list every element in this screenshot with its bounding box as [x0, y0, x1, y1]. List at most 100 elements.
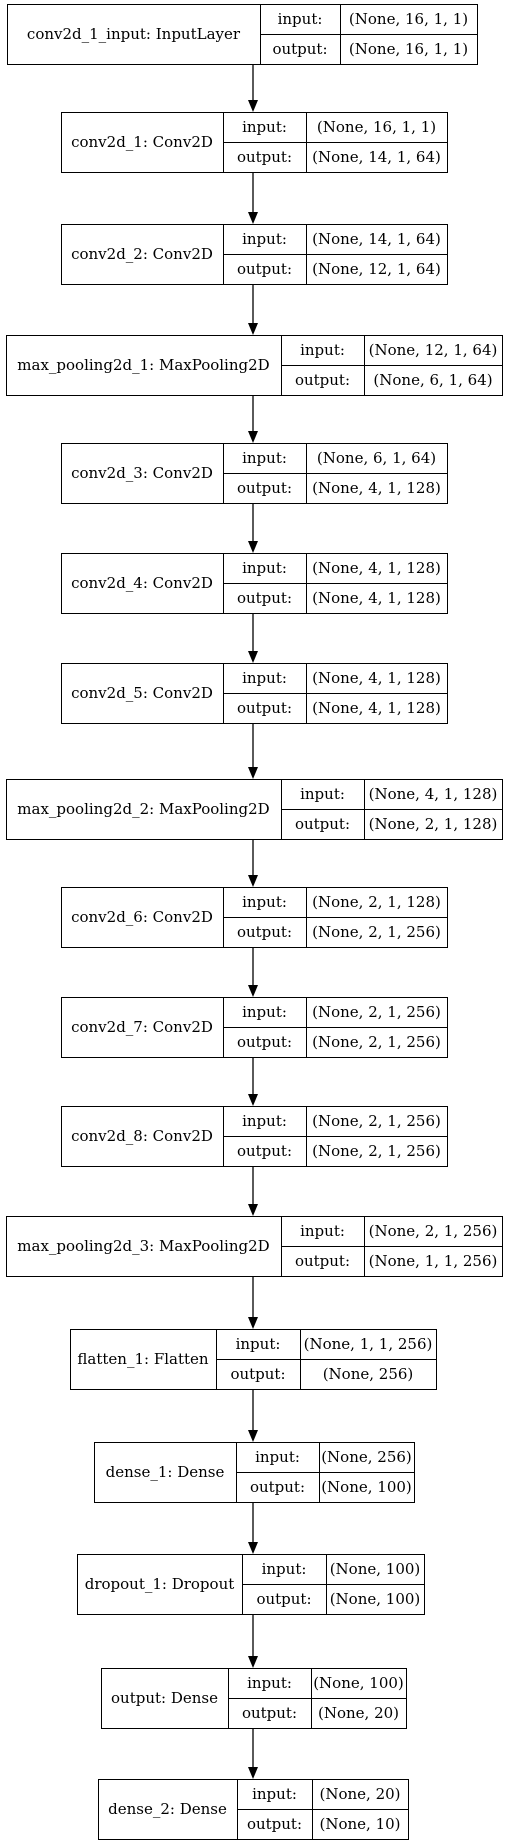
- input-shape: (None, 20): [319, 1785, 400, 1803]
- input-shape: (None, 4, 1, 128): [369, 785, 498, 803]
- input-port-label: input:: [242, 449, 287, 467]
- arrowhead: [248, 1317, 258, 1329]
- output-port-label: output:: [237, 1033, 292, 1051]
- output-port-label: output:: [237, 1142, 292, 1160]
- layer-name: dense_2: Dense: [108, 1800, 227, 1818]
- arrowhead: [248, 541, 258, 553]
- arrowhead: [248, 212, 258, 224]
- arrowhead: [248, 323, 258, 335]
- edge-arrow: [248, 504, 258, 553]
- layers-group: conv2d_1_input: InputLayerinput:output:(…: [5, 3, 504, 1841]
- input-port-label: input:: [300, 785, 345, 803]
- layer-node: max_pooling2d_2: MaxPooling2D input: outpu…: [5, 778, 504, 841]
- edge-arrow: [248, 285, 258, 335]
- input-port-label: input:: [242, 1003, 287, 1021]
- edge-arrow: [248, 1167, 258, 1216]
- input-shape: (None, 4, 1, 128): [312, 559, 441, 577]
- output-port-label: output:: [295, 371, 350, 389]
- edge-arrow: [248, 1503, 258, 1554]
- layer-name: conv2d_2: Conv2D: [71, 245, 213, 263]
- output-shape: (None, 16, 1, 1): [349, 40, 468, 58]
- edge-arrow: [248, 1390, 258, 1442]
- edge-arrow: [248, 614, 258, 663]
- layer-name: conv2d_3: Conv2D: [71, 464, 213, 482]
- layer-node: max_pooling2d_3: MaxPooling2Dinput:outpu…: [5, 1215, 504, 1278]
- layer-name: flatten_1: Flatten: [77, 1350, 208, 1368]
- edge-arrow: [248, 1729, 258, 1779]
- output-port-label: output:: [242, 1704, 297, 1722]
- output-shape: (None, 4, 1, 128): [312, 699, 441, 717]
- input-port-label: input:: [300, 341, 345, 359]
- input-shape: (None, 2, 1, 256): [312, 1003, 441, 1021]
- edge-arrow: [248, 396, 258, 443]
- input-port-label: input:: [262, 1560, 307, 1578]
- output-port-label: output:: [295, 815, 350, 833]
- output-port-label: output:: [247, 1815, 302, 1833]
- arrowhead: [248, 1767, 258, 1779]
- arrowhead: [248, 1542, 258, 1554]
- edge-arrow: [248, 1277, 258, 1329]
- input-shape: (None, 256): [321, 1448, 412, 1466]
- input-port-label: input:: [242, 230, 287, 248]
- output-shape: (None, 14, 1, 64): [312, 148, 441, 166]
- layer-name: conv2d_6: Conv2D: [71, 908, 213, 926]
- edge-arrow: [248, 840, 258, 887]
- input-shape: (None, 16, 1, 1): [349, 10, 468, 28]
- input-shape: (None, 2, 1, 128): [312, 893, 441, 911]
- edges-group: [248, 65, 258, 1779]
- input-shape: (None, 1, 1, 256): [304, 1335, 433, 1353]
- layer-node: conv2d_4: Conv2D input: output: (None, 4, 1…: [60, 552, 449, 615]
- output-port-label: output:: [237, 699, 292, 717]
- output-port-label: output:: [237, 260, 292, 278]
- output-shape: (None, 10): [319, 1815, 400, 1833]
- output-port-label: output:: [256, 1590, 311, 1608]
- input-port-label: input:: [247, 1674, 292, 1692]
- output-shape: (None, 100): [321, 1478, 412, 1496]
- output-shape: (None, 2, 1, 256): [312, 1142, 441, 1160]
- layer-name: max_pooling2d_1: MaxPooling2D: [17, 356, 269, 374]
- input-shape: (None, 14, 1, 64): [312, 230, 441, 248]
- input-port-label: input:: [242, 559, 287, 577]
- layer-name: conv2d_4: Conv2D: [71, 574, 213, 592]
- arrowhead: [248, 1656, 258, 1668]
- edge-arrow: [248, 724, 258, 779]
- output-port-label: output:: [237, 589, 292, 607]
- arrowhead: [248, 767, 258, 779]
- edge-arrow: [248, 1058, 258, 1106]
- input-shape: (None, 6, 1, 64): [317, 449, 436, 467]
- input-shape: (None, 12, 1, 64): [369, 341, 498, 359]
- input-port-label: input:: [242, 893, 287, 911]
- arrowhead: [248, 1204, 258, 1216]
- input-port-label: input:: [255, 1448, 300, 1466]
- layer-name: conv2d_5: Conv2D: [71, 684, 213, 702]
- layer-name: output: Dense: [111, 1689, 218, 1707]
- output-shape: (None, 256): [323, 1365, 414, 1383]
- input-shape: (None, 2, 1, 256): [369, 1222, 498, 1240]
- output-shape: (None, 100): [330, 1590, 421, 1608]
- input-port-label: input:: [300, 1222, 345, 1240]
- input-port-label: input:: [278, 10, 323, 28]
- input-shape: (None, 2, 1, 256): [312, 1112, 441, 1130]
- layer-node: conv2d_1_input: InputLayerinput:output:(…: [6, 3, 479, 66]
- layer-name: max_pooling2d_3: MaxPooling2D: [17, 1237, 269, 1255]
- output-port-label: output:: [230, 1365, 285, 1383]
- output-port-label: output:: [272, 40, 327, 58]
- layer-name: max_pooling2d_2: MaxPooling2D: [17, 800, 269, 818]
- input-shape: (None, 100): [330, 1560, 421, 1578]
- arrowhead: [248, 1094, 258, 1106]
- output-port-label: output:: [237, 148, 292, 166]
- input-shape: (None, 100): [313, 1674, 404, 1692]
- layer-name: conv2d_1: Conv2D: [71, 133, 213, 151]
- output-port-label: output:: [250, 1478, 305, 1496]
